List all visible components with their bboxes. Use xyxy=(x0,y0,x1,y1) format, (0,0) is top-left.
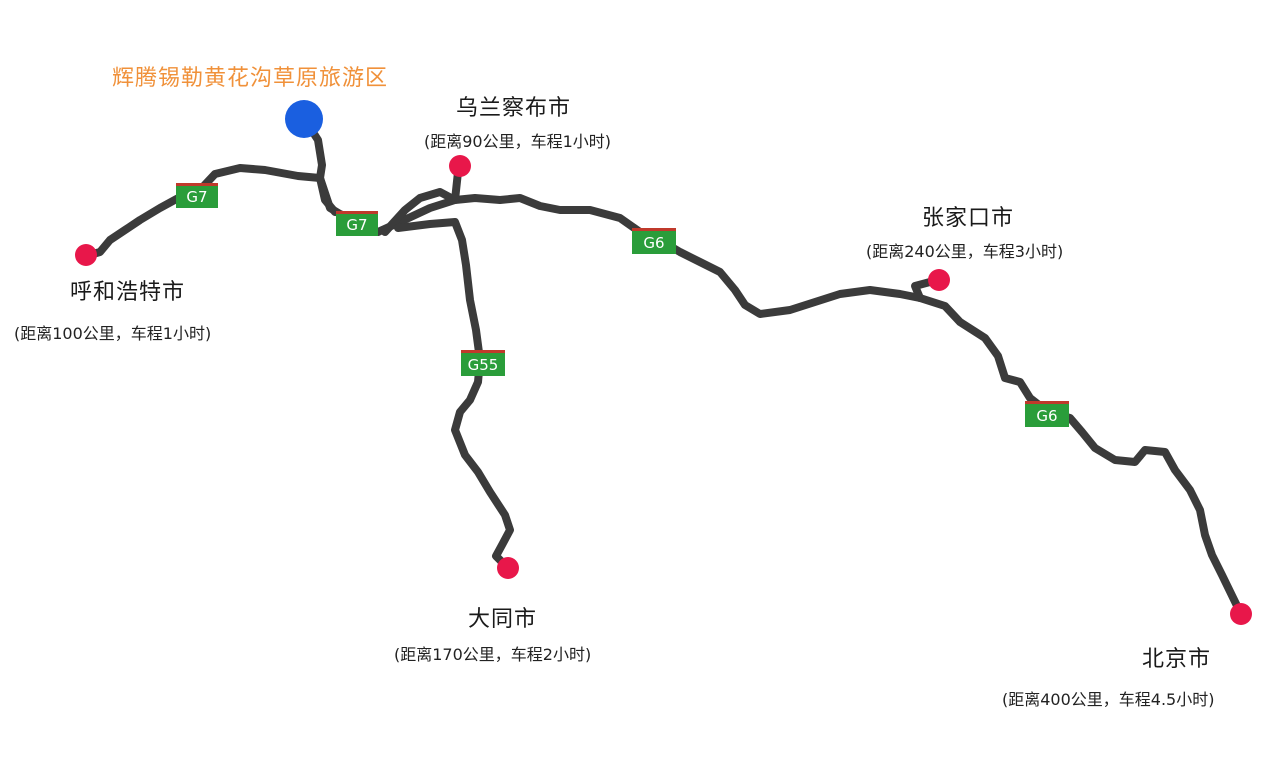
destination-title: 辉腾锡勒黄花沟草原旅游区 xyxy=(112,66,389,91)
highway-label: G55 xyxy=(468,356,499,374)
city-distance-zhangjiakou: (距离240公里，车程3小时) xyxy=(866,242,1064,261)
city-distance-hohhot: (距离100公里，车程1小时) xyxy=(14,324,212,343)
highway-badge-g55: G55 xyxy=(461,350,505,376)
highway-label: G7 xyxy=(186,188,207,206)
road-destination-spur xyxy=(301,116,339,216)
city-name-hohhot: 呼和浩特市 xyxy=(70,280,186,305)
city-distance-ulanqab: (距离90公里，车程1小时) xyxy=(424,132,612,151)
city-marker-ulanqab xyxy=(449,155,471,177)
road-g6-main xyxy=(374,194,1244,616)
highway-label: G6 xyxy=(643,234,664,252)
city-marker-datong xyxy=(497,557,519,579)
highway-badge-g7-east: G7 xyxy=(336,211,378,236)
highway-badge-g6-b: G6 xyxy=(1025,401,1069,427)
road-network xyxy=(82,116,1244,616)
city-name-zhangjiakou: 张家口市 xyxy=(922,206,1015,231)
city-distance-beijing: (距离400公里，车程4.5小时) xyxy=(1002,690,1215,709)
city-marker-zhangjiakou xyxy=(928,269,950,291)
destination-marker-icon xyxy=(285,100,323,138)
highway-label: G6 xyxy=(1036,407,1057,425)
city-name-ulanqab: 乌兰察布市 xyxy=(456,96,572,121)
city-marker-beijing xyxy=(1230,603,1252,625)
city-marker-hohhot xyxy=(75,244,97,266)
highway-badge-g6-a: G6 xyxy=(632,228,676,254)
city-name-datong: 大同市 xyxy=(468,607,538,632)
highway-label: G7 xyxy=(346,216,367,234)
road-g55 xyxy=(394,218,514,572)
highway-badge-g7-west: G7 xyxy=(176,183,218,208)
city-distance-datong: (距离170公里，车程2小时) xyxy=(394,645,592,664)
city-name-beijing: 北京市 xyxy=(1142,647,1212,672)
